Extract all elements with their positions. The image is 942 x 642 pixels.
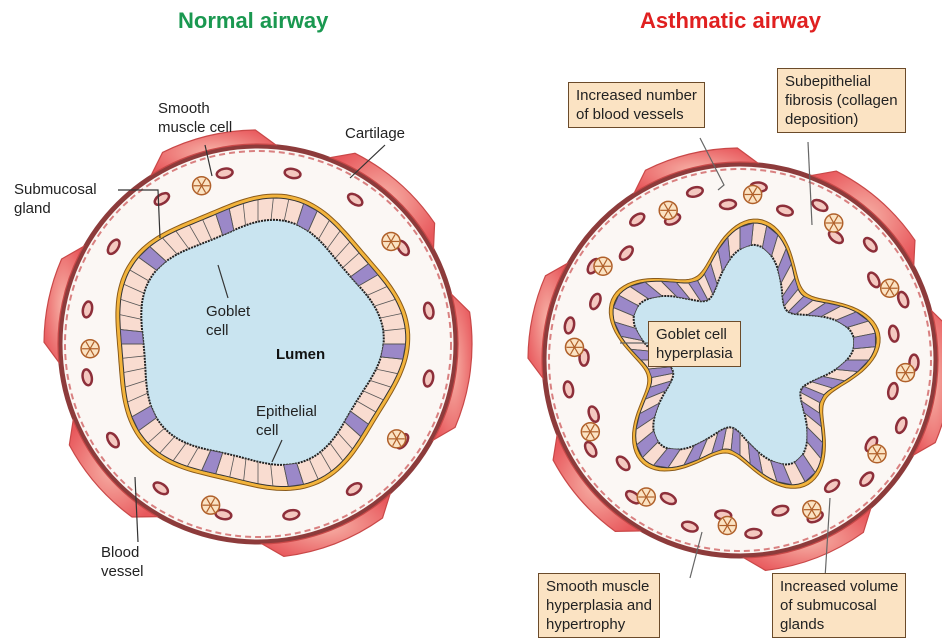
normal-airway-drawing <box>44 130 472 556</box>
label-line: hyperplasia <box>656 344 733 363</box>
label-goblet-cell: Goblet cell <box>206 302 250 340</box>
label-line: Submucosal <box>14 180 97 199</box>
submucosal-gland <box>881 279 899 297</box>
box-goblet-cell-hyperplasia: Goblet cell hyperplasia <box>648 321 741 367</box>
label-line: gland <box>14 199 97 218</box>
submucosal-gland <box>897 364 915 382</box>
submucosal-gland <box>382 232 400 250</box>
submucosal-gland <box>868 445 886 463</box>
label-epithelial-cell: Epithelial cell <box>256 402 317 440</box>
label-line: Increased number <box>576 86 697 105</box>
label-line: fibrosis (collagen <box>785 91 898 110</box>
label-line: Smooth <box>158 99 232 118</box>
label-line: Increased volume <box>780 577 898 596</box>
box-increased-blood-vessels: Increased number of blood vessels <box>568 82 705 128</box>
label-submucosal-gland: Submucosal gland <box>14 180 97 218</box>
label-line: Subepithelial <box>785 72 898 91</box>
submucosal-gland <box>193 177 211 195</box>
label-line: muscle cell <box>158 118 232 137</box>
submucosal-gland <box>659 201 677 219</box>
label-line: cell <box>206 321 250 340</box>
label-line: hypertrophy <box>546 615 652 634</box>
label-line: of submucosal <box>780 596 898 615</box>
submucosal-gland <box>594 257 612 275</box>
submucosal-gland <box>803 501 821 519</box>
label-line: hyperplasia and <box>546 596 652 615</box>
label-smooth-muscle-cell: Smooth muscle cell <box>158 99 232 137</box>
label-line: Blood <box>101 543 144 562</box>
label-line: of blood vessels <box>576 105 697 124</box>
submucosal-gland <box>388 430 406 448</box>
submucosal-gland <box>565 338 583 356</box>
label-blood-vessel: Blood vessel <box>101 543 144 581</box>
submucosal-gland <box>718 517 736 535</box>
label-lumen: Lumen <box>276 346 325 363</box>
label-cartilage: Cartilage <box>345 124 405 143</box>
submucosal-gland <box>637 488 655 506</box>
label-line: cell <box>256 421 317 440</box>
label-line: glands <box>780 615 898 634</box>
box-increased-submucosal-glands: Increased volume of submucosal glands <box>772 573 906 638</box>
label-line: Epithelial <box>256 402 317 421</box>
submucosal-gland <box>825 214 843 232</box>
submucosal-gland <box>581 423 599 441</box>
submucosal-gland <box>202 496 220 514</box>
label-line: Smooth muscle <box>546 577 652 596</box>
submucosal-gland <box>81 340 99 358</box>
label-line: Goblet cell <box>656 325 733 344</box>
blood-vessel <box>745 528 762 538</box>
label-line: vessel <box>101 562 144 581</box>
label-line: Goblet <box>206 302 250 321</box>
box-smooth-muscle-hyperplasia: Smooth muscle hyperplasia and hypertroph… <box>538 573 660 638</box>
blood-vessel <box>720 199 737 209</box>
box-subepithelial-fibrosis: Subepithelial fibrosis (collagen deposit… <box>777 68 906 133</box>
submucosal-gland <box>744 185 762 203</box>
label-line: deposition) <box>785 110 898 129</box>
